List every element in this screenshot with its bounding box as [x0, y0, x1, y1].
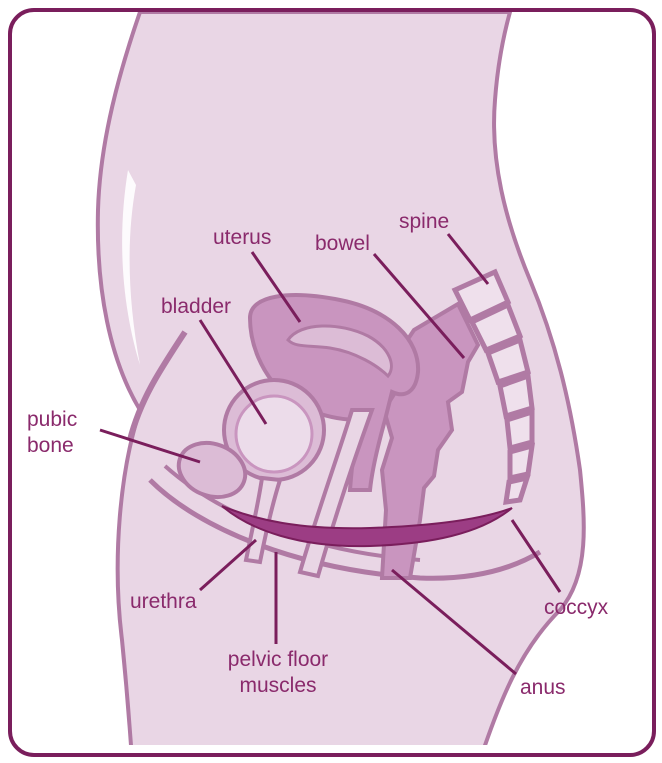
label-pelvic-floor-line2: muscles [214, 674, 342, 697]
label-pelvic-floor-line1: pelvic floor [214, 648, 342, 671]
label-pubic-bone-line1: pubic [27, 408, 77, 431]
label-coccyx: coccyx [544, 596, 608, 619]
bladder-inner [236, 396, 312, 472]
label-pubic-bone-line2: bone [27, 434, 74, 457]
label-bladder: bladder [161, 295, 231, 318]
label-uterus: uterus [213, 226, 271, 249]
label-spine: spine [399, 210, 449, 233]
label-urethra: urethra [130, 590, 197, 613]
label-anus: anus [520, 676, 566, 699]
label-bowel: bowel [315, 232, 370, 255]
